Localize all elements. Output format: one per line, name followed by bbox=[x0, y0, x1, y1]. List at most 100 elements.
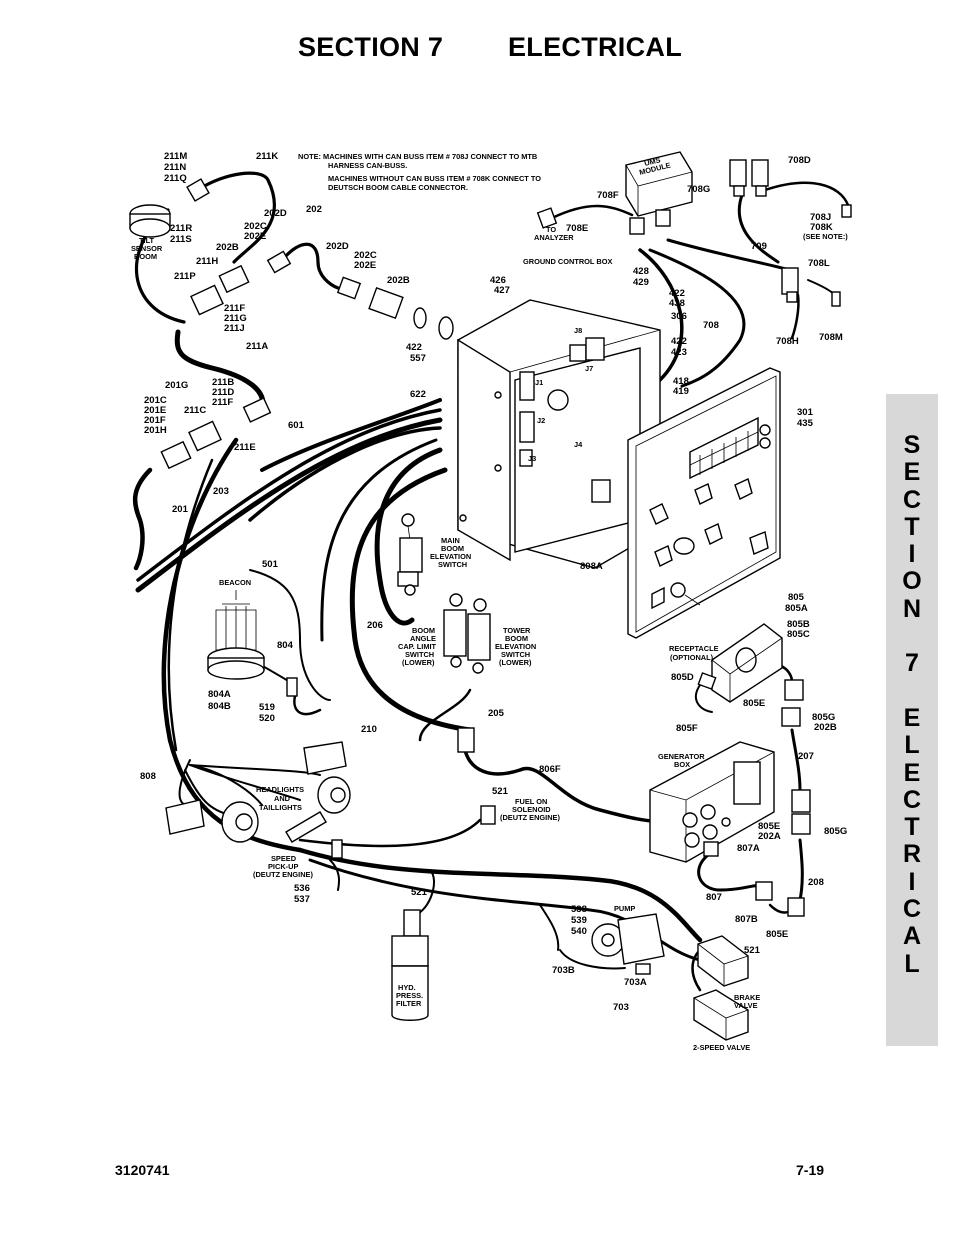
label-422-b: 422 bbox=[669, 288, 685, 299]
label-211b: 211B bbox=[212, 377, 234, 388]
label-708: 708 bbox=[703, 320, 719, 331]
label-receptacle: RECEPTACLE bbox=[669, 644, 719, 653]
label-to: TO bbox=[546, 225, 556, 234]
label-428: 428 bbox=[633, 266, 649, 277]
label-202c-2: 202C bbox=[354, 250, 377, 261]
label-deutz-engine: (DEUTZ ENGINE) bbox=[500, 813, 560, 822]
label-201f: 201F bbox=[144, 415, 166, 426]
label-202: 202 bbox=[306, 204, 322, 215]
label-211n: 211N bbox=[164, 162, 186, 173]
brake-valve bbox=[697, 935, 749, 987]
label-805b: 805B bbox=[787, 619, 810, 630]
label-201c: 201C bbox=[144, 395, 167, 406]
label-708e: 708E bbox=[566, 223, 588, 234]
receptacle-805 bbox=[697, 623, 783, 703]
fuel-on-solenoid bbox=[480, 805, 496, 825]
label-box: BOX bbox=[674, 760, 690, 769]
label-pick-up: PICK-UP bbox=[268, 862, 298, 871]
label-switch-2: SWITCH bbox=[405, 650, 434, 659]
label-806f: 806F bbox=[539, 764, 561, 775]
label-generator: GENERATOR bbox=[658, 752, 705, 761]
label-see-note: (SEE NOTE:) bbox=[803, 232, 848, 241]
label-boom-3: BOOM bbox=[505, 634, 528, 643]
label-lower: (LOWER) bbox=[402, 658, 435, 667]
label-805f: 805F bbox=[676, 723, 698, 734]
label-521-a: 521 bbox=[492, 786, 509, 797]
label-210: 210 bbox=[361, 724, 377, 735]
label-j4: J4 bbox=[574, 440, 583, 449]
label-708l: 708L bbox=[808, 258, 830, 269]
label-538: 538 bbox=[571, 904, 587, 915]
note-line-3: MACHINES WITHOUT CAN BUSS ITEM # 708K CO… bbox=[328, 174, 541, 183]
label-429: 429 bbox=[633, 277, 649, 288]
label-211s: 211S bbox=[170, 234, 192, 245]
label-206: 206 bbox=[367, 620, 383, 631]
label-536: 536 bbox=[294, 883, 310, 894]
ground-control-box bbox=[457, 299, 661, 569]
label-306: 306 bbox=[671, 311, 687, 322]
label-201: 201 bbox=[172, 504, 189, 515]
label-elevation-2: ELEVATION bbox=[495, 642, 536, 651]
label-808a: 808A bbox=[580, 561, 603, 572]
label-211f-2: 211F bbox=[212, 397, 233, 408]
label-202b: 202B bbox=[216, 242, 239, 253]
control-panel bbox=[627, 367, 781, 639]
generator-box bbox=[649, 741, 775, 901]
hydraulic-pressure-filter bbox=[391, 909, 429, 1021]
label-539: 539 bbox=[571, 915, 587, 926]
boom-angle-switch bbox=[443, 593, 467, 668]
label-202b-2: 202B bbox=[387, 275, 410, 286]
label-703b: 703B bbox=[552, 965, 575, 976]
label-804: 804 bbox=[277, 640, 294, 651]
label-cap-limit: CAP. LIMIT bbox=[398, 642, 437, 651]
page-number: 7-19 bbox=[796, 1162, 825, 1178]
label-205: 205 bbox=[488, 708, 505, 719]
label-j3: J3 bbox=[528, 454, 536, 463]
label-202e: 202E bbox=[244, 231, 266, 242]
label-520: 520 bbox=[259, 713, 275, 724]
label-201e: 201E bbox=[144, 405, 166, 416]
label-211g: 211G bbox=[224, 313, 247, 324]
note-line-4: DEUTSCH BOOM CABLE CONNECTOR. bbox=[328, 183, 468, 192]
label-557: 557 bbox=[410, 353, 426, 364]
label-valve: VALVE bbox=[734, 1001, 758, 1010]
document-number: 3120741 bbox=[115, 1162, 170, 1178]
label-j7: J7 bbox=[585, 364, 593, 373]
label-211a: 211A bbox=[246, 341, 268, 352]
label-speed: SPEED bbox=[271, 854, 297, 863]
label-201h: 201H bbox=[144, 425, 167, 436]
beacon bbox=[207, 590, 298, 697]
label-211h: 211H bbox=[196, 256, 218, 267]
label-435: 435 bbox=[797, 418, 814, 429]
label-202a: 202A bbox=[758, 831, 781, 842]
note-line-2: HARNESS CAN-BUSS. bbox=[328, 161, 407, 170]
label-211f: 211F bbox=[224, 303, 245, 314]
label-203: 203 bbox=[213, 486, 229, 497]
label-501: 501 bbox=[262, 559, 279, 570]
label-419: 419 bbox=[673, 386, 689, 397]
label-201g: 201G bbox=[165, 380, 188, 391]
label-ums: UMS bbox=[643, 155, 661, 168]
label-804a: 804A bbox=[208, 689, 231, 700]
label-703a: 703A bbox=[624, 977, 647, 988]
label-elevation: ELEVATION bbox=[430, 552, 471, 561]
two-speed-valve bbox=[693, 989, 749, 1041]
section-side-tab: S E C T I O N 7 E L E C T R I C A L bbox=[886, 394, 938, 1046]
label-521-b: 521 bbox=[411, 887, 428, 898]
label-headlights: HEADLIGHTS bbox=[256, 785, 304, 794]
callout-labels: 211M 211N 211Q 211K 211R 211S TILT SENSO… bbox=[131, 151, 848, 1052]
connector-709 bbox=[781, 267, 841, 307]
label-301: 301 bbox=[797, 407, 814, 418]
label-202d-2: 202D bbox=[326, 241, 349, 252]
label-807a: 807A bbox=[737, 843, 760, 854]
label-202b-3: 202B bbox=[814, 722, 837, 733]
connector-708j bbox=[841, 204, 852, 218]
side-tab-text: S E C T I O N 7 E L E C T R I C A L bbox=[902, 431, 922, 978]
label-j1: J1 bbox=[535, 378, 543, 387]
label-lower-2: (LOWER) bbox=[499, 658, 532, 667]
label-tower: TOWER bbox=[503, 626, 531, 635]
label-422-c: 422 bbox=[671, 336, 687, 347]
label-708d: 708D bbox=[788, 155, 811, 166]
boom-connector-211 bbox=[160, 397, 272, 470]
